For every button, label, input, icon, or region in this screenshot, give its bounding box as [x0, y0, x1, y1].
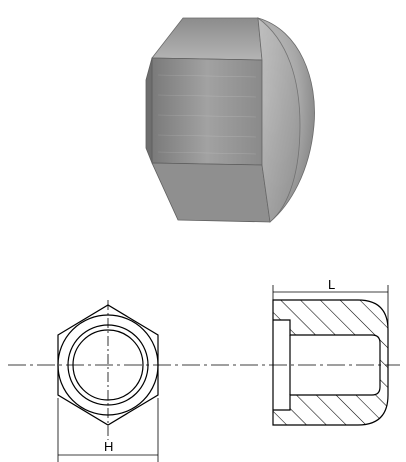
nut-right-chamfer: [257, 17, 301, 223]
hexagon-end-view: [57, 300, 159, 462]
nut-front-face: [151, 57, 263, 166]
nut-left-face: [145, 57, 153, 164]
section-outer-contour: [272, 299, 389, 426]
l-dimension-label: L: [328, 277, 335, 292]
section-inner-cavity: [273, 319, 381, 411]
section-hatch-body: [273, 300, 388, 425]
hex-cap-nut-photo: [145, 17, 315, 223]
nut-lower-face: [151, 162, 271, 223]
sectional-side-view: [272, 285, 389, 426]
h-dimension-label: H: [104, 439, 113, 454]
nut-top-face: [151, 17, 263, 61]
